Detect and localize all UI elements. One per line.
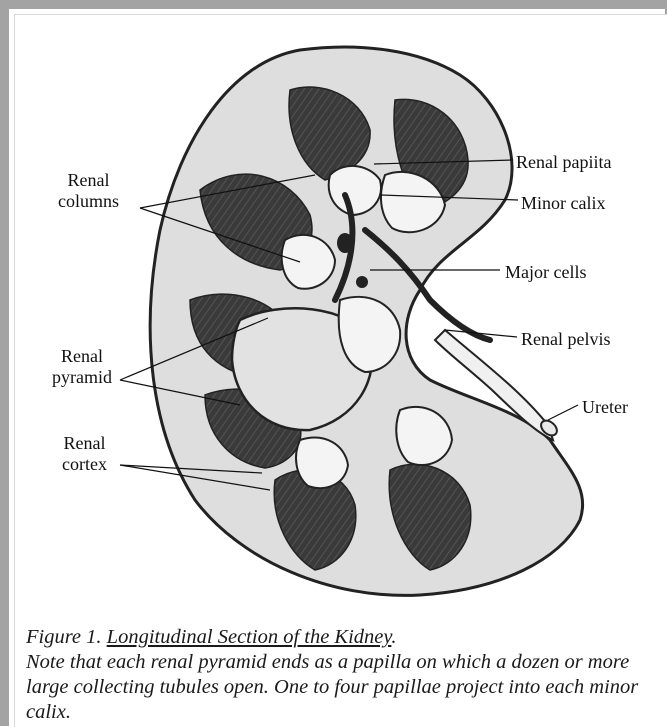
label-renal-pyramid-line2: pyramid (52, 367, 112, 388)
label-renal-pyramid: Renal pyramid (52, 346, 112, 388)
caption-title-line: Figure 1. Longitudinal Section of the Ki… (26, 625, 646, 650)
label-renal-columns: Renal columns (58, 170, 119, 212)
leader-ureter (548, 405, 578, 420)
label-renal-columns-line1: Renal (58, 170, 119, 191)
duct-opening-mid (356, 276, 368, 288)
figure-number: Figure 1. (26, 626, 102, 648)
label-renal-columns-line2: columns (58, 191, 119, 212)
duct-opening-top (337, 233, 353, 253)
figure-caption: Figure 1. Longitudinal Section of the Ki… (26, 625, 646, 725)
label-renal-pelvis: Renal pelvis (521, 329, 610, 350)
label-renal-cortex: Renal cortex (62, 433, 107, 475)
label-renal-papiita: Renal papiita (516, 152, 611, 173)
label-renal-cortex-line1: Renal (62, 433, 107, 454)
label-minor-calix: Minor calix (521, 193, 605, 214)
figure-note: Note that each renal pyramid ends as a p… (26, 650, 646, 725)
figure-title-end: . (391, 626, 396, 648)
label-renal-pyramid-line1: Renal (52, 346, 112, 367)
figure-title: Longitudinal Section of the Kidney (107, 626, 392, 648)
label-renal-cortex-line2: cortex (62, 454, 107, 475)
label-ureter: Ureter (582, 397, 628, 418)
label-major-cells: Major cells (505, 262, 586, 283)
